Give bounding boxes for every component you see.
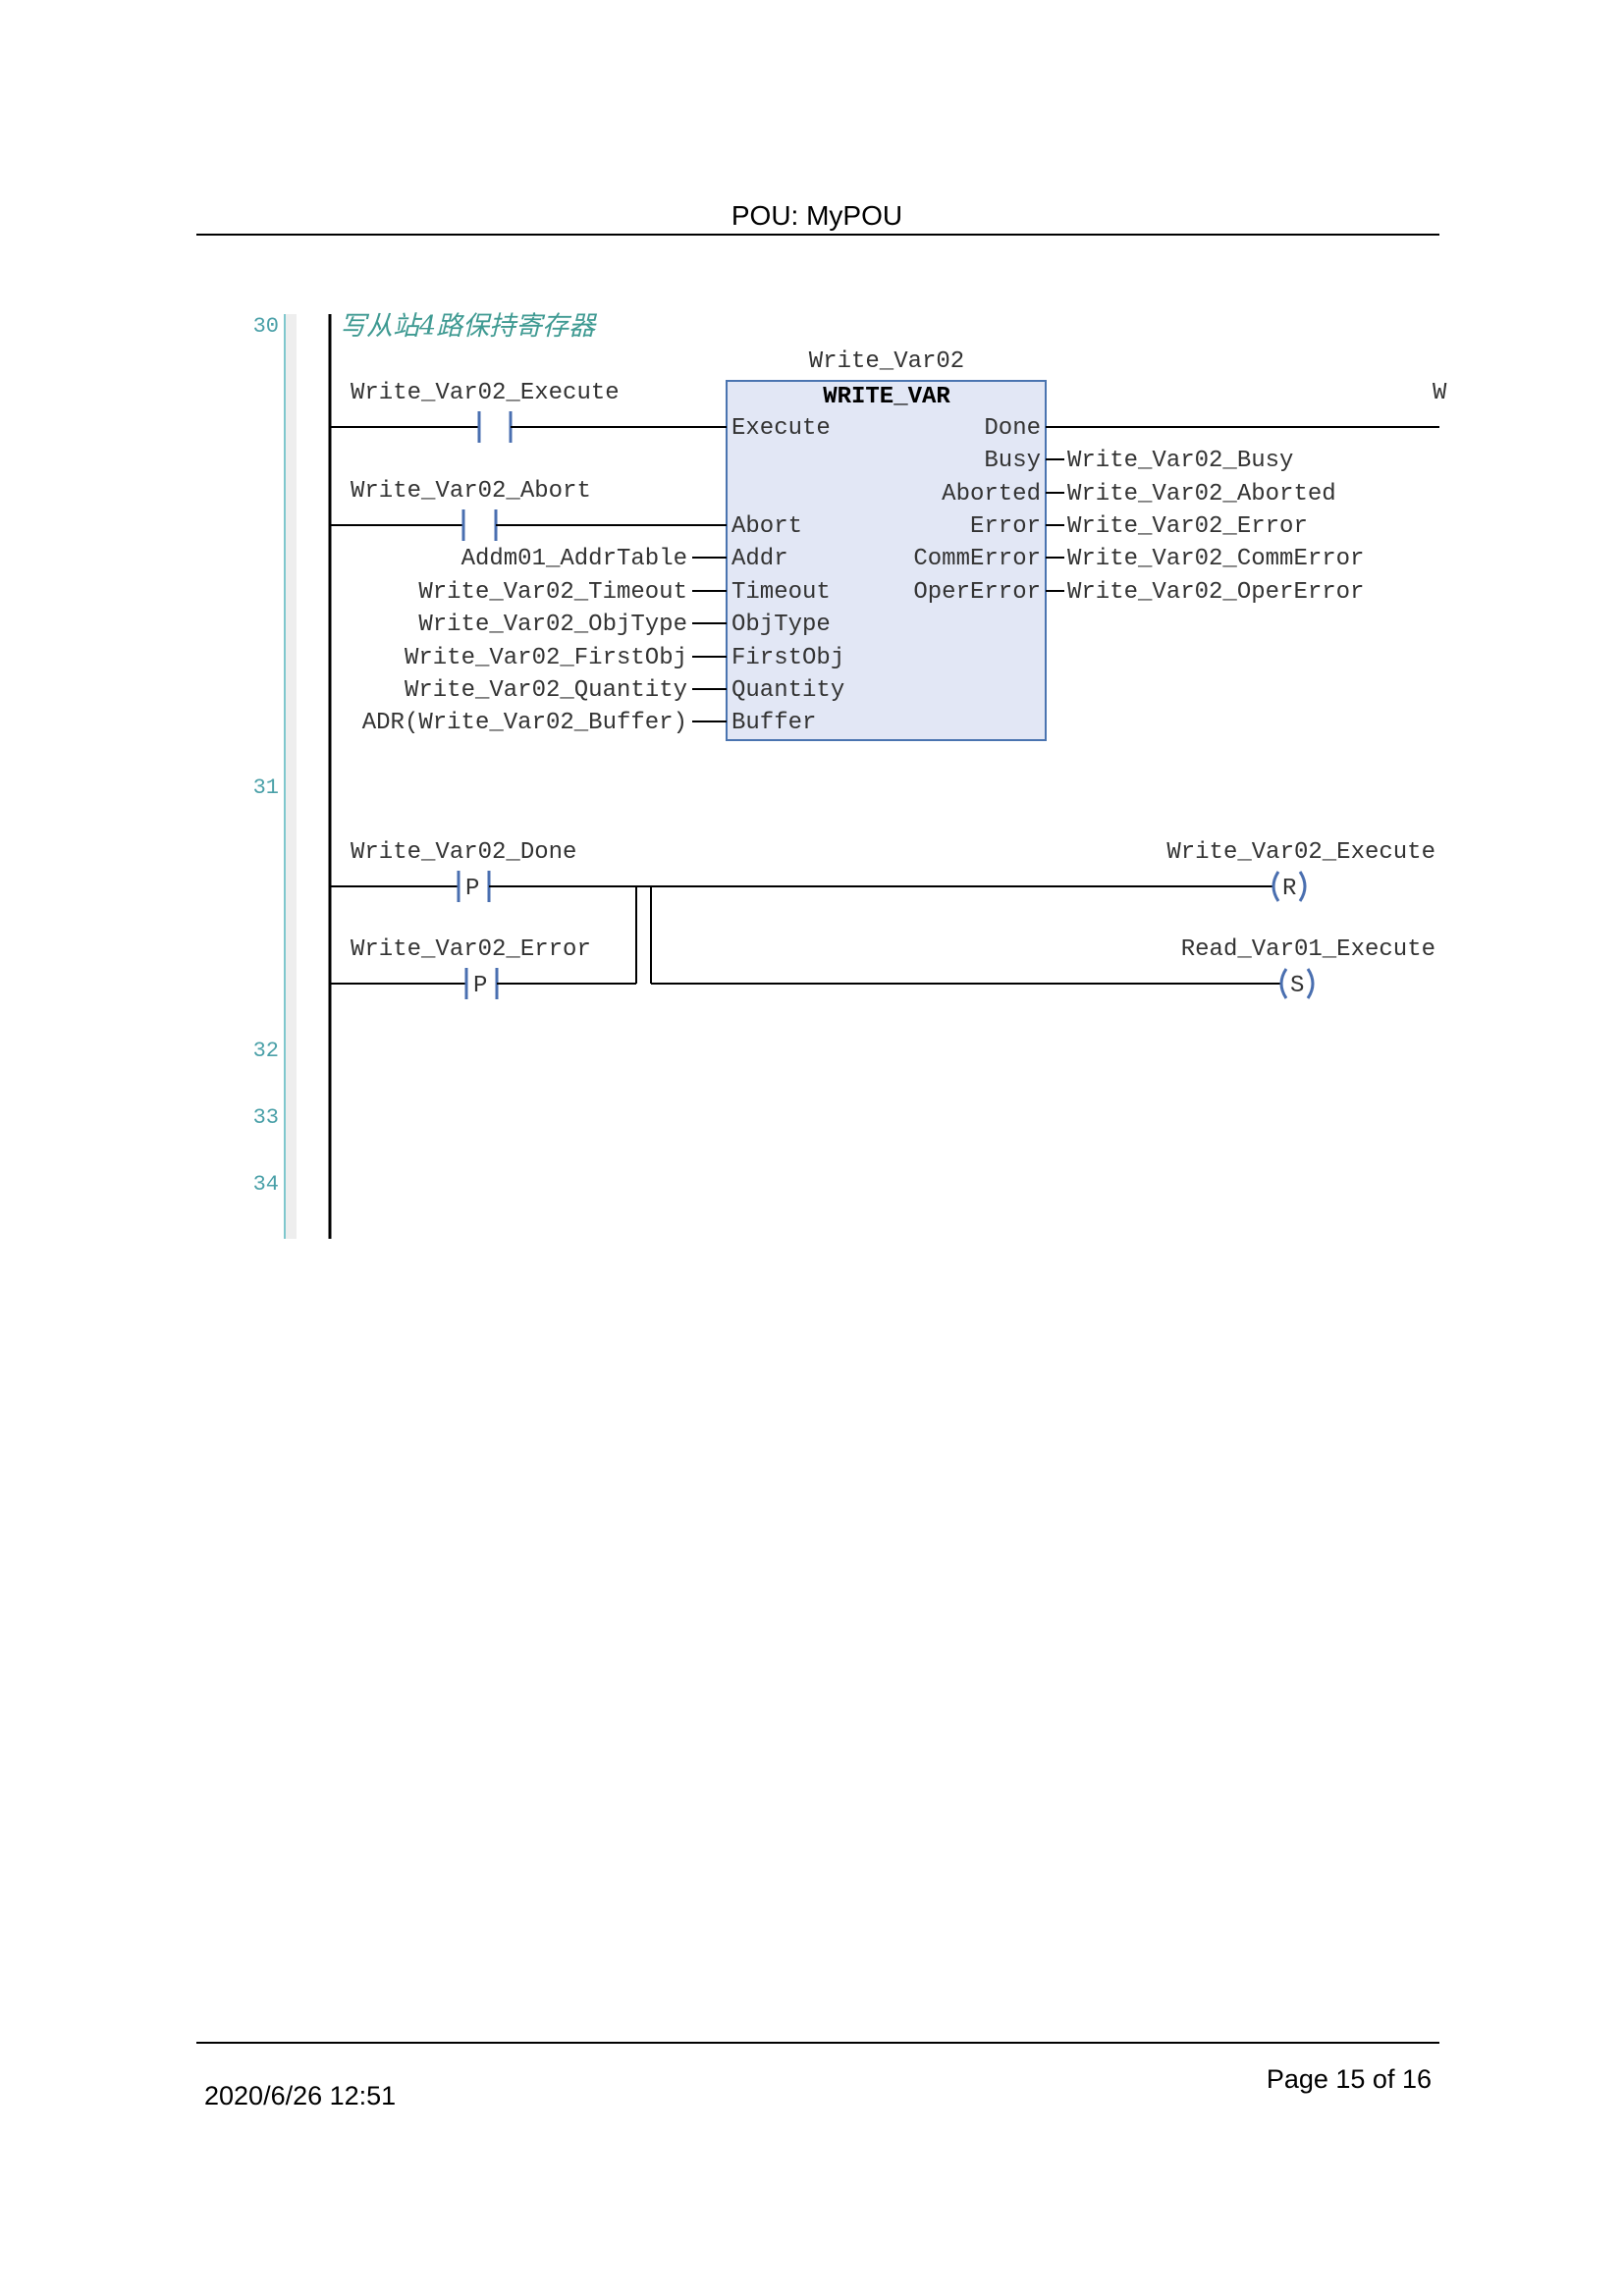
pin-timeout: Timeout <box>731 579 831 606</box>
gutter-shade <box>285 314 297 1239</box>
pin-addr: Addr <box>731 546 788 572</box>
page-number: Page 15 of 16 <box>1266 2064 1432 2094</box>
pin-done: Done <box>984 415 1041 442</box>
input-var-addr: Addm01_AddrTable <box>461 546 687 572</box>
coil-reset[interactable] <box>1272 871 1280 902</box>
edge-symbol-error: P <box>473 973 487 999</box>
page-header-title: POU: MyPOU <box>731 200 903 231</box>
input-var-buffer: ADR(Write_Var02_Buffer) <box>362 710 687 736</box>
coil-set-label: Read_Var01_Execute <box>1181 936 1435 963</box>
coil-set[interactable] <box>1279 968 1288 999</box>
coil-set-symbol: S <box>1290 973 1304 999</box>
print-datetime: 2020/6/26 12:51 <box>204 2081 397 2110</box>
pin-error: Error <box>970 513 1041 540</box>
header-divider <box>196 234 1439 236</box>
network-number-33: 33 <box>253 1105 279 1130</box>
coil-reset-symbol: R <box>1282 876 1296 902</box>
input-var-timeout: Write_Var02_Timeout <box>418 579 687 606</box>
output-var-error: Write_Var02_Error <box>1067 513 1308 540</box>
network-number-30: 30 <box>253 314 279 339</box>
input-var-quantity: Write_Var02_Quantity <box>405 677 687 704</box>
block-type-name: WRITE_VAR <box>823 384 950 410</box>
pin-buffer: Buffer <box>731 710 816 736</box>
pin-commerror: CommError <box>913 546 1041 572</box>
pin-aborted: Aborted <box>942 481 1041 507</box>
done-output-truncated: W <box>1433 380 1447 406</box>
pin-abort: Abort <box>731 513 802 540</box>
output-var-aborted: Write_Var02_Aborted <box>1067 481 1336 507</box>
input-var-objtype: Write_Var02_ObjType <box>418 612 687 638</box>
contact-error-label: Write_Var02_Error <box>351 936 591 963</box>
pin-quantity: Quantity <box>731 677 844 704</box>
edge-symbol-done: P <box>465 876 479 902</box>
pin-opererror: OperError <box>913 579 1041 606</box>
network-number-34: 34 <box>253 1172 279 1197</box>
footer-divider <box>196 2042 1439 2044</box>
pin-busy: Busy <box>984 448 1041 474</box>
pin-execute: Execute <box>731 415 831 442</box>
contact-execute-label: Write_Var02_Execute <box>351 380 620 406</box>
pin-firstobj: FirstObj <box>731 645 844 671</box>
output-var-commerror: Write_Var02_CommError <box>1067 546 1364 572</box>
coil-reset-label: Write_Var02_Execute <box>1166 839 1435 866</box>
network-comment: 写从站4路保持寄存器 <box>340 311 597 342</box>
pin-objtype: ObjType <box>731 612 831 638</box>
output-var-opererror: Write_Var02_OperError <box>1067 579 1364 606</box>
contact-done-label: Write_Var02_Done <box>351 839 576 866</box>
network-number-32: 32 <box>253 1039 279 1063</box>
output-var-busy: Write_Var02_Busy <box>1067 448 1293 474</box>
network-number-31: 31 <box>253 775 279 800</box>
input-var-firstobj: Write_Var02_FirstObj <box>405 645 687 671</box>
contact-abort-label: Write_Var02_Abort <box>351 478 591 505</box>
block-instance-name: Write_Var02 <box>809 348 964 375</box>
function-block[interactable] <box>726 380 1047 741</box>
